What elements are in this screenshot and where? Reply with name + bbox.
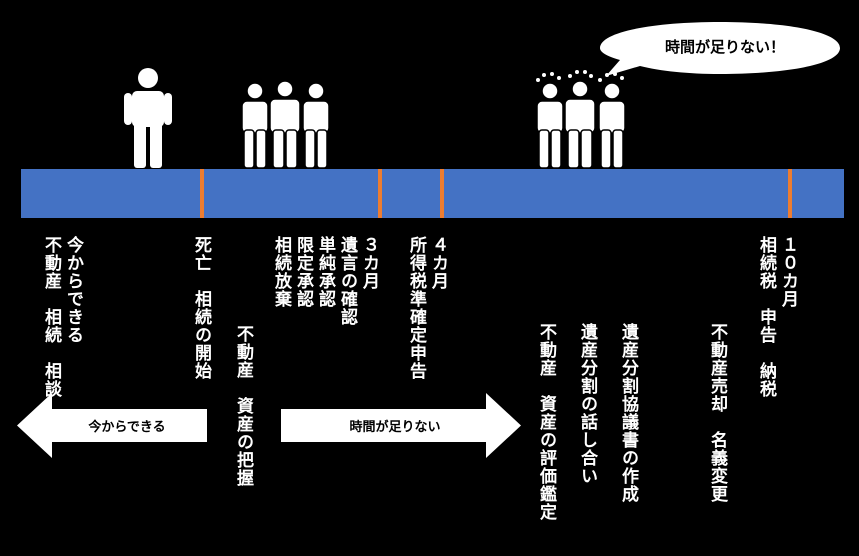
left-arrow-label: 今からできる (88, 420, 166, 435)
right-arrow-label: 時間が足りない (349, 420, 441, 435)
worried-people-icon (536, 70, 626, 169)
milestone-ten-months: １０カ月 相続税 申告 納税 (756, 236, 798, 398)
task-property-sale: 不動産売却 名義変更 (707, 323, 727, 503)
tick-ten-months (788, 169, 792, 218)
milestone-now: 今からできる 不動産 相続 相談 (41, 236, 83, 398)
left-arrow (17, 393, 207, 458)
three-people-icon (241, 80, 330, 168)
tick-three-months (378, 169, 382, 218)
milestone-death: 死亡 相続の開始 (191, 236, 211, 380)
single-person-icon (124, 68, 172, 168)
tick-four-months (440, 169, 444, 218)
task-property-valuation: 不動産 資産の評価鑑定 (536, 323, 556, 521)
right-arrow (281, 393, 521, 458)
tick-death (200, 169, 204, 218)
task-division-agreement: 遺産分割協議書の作成 (618, 323, 638, 503)
task-property-assets: 不動産 資産の把握 (233, 325, 253, 487)
milestone-four-months: ４カ月 所得税準確定申告 (406, 236, 448, 380)
speech-bubble (600, 22, 840, 76)
timeline-bar (21, 169, 844, 218)
speech-bubble-text: 時間が足りない！ (664, 38, 785, 56)
task-estate-division: 遺産分割の話し合い (577, 323, 597, 485)
milestone-three-months: ３カ月 遺言の確認 単純承認 限定承認 相続放棄 (271, 236, 379, 326)
